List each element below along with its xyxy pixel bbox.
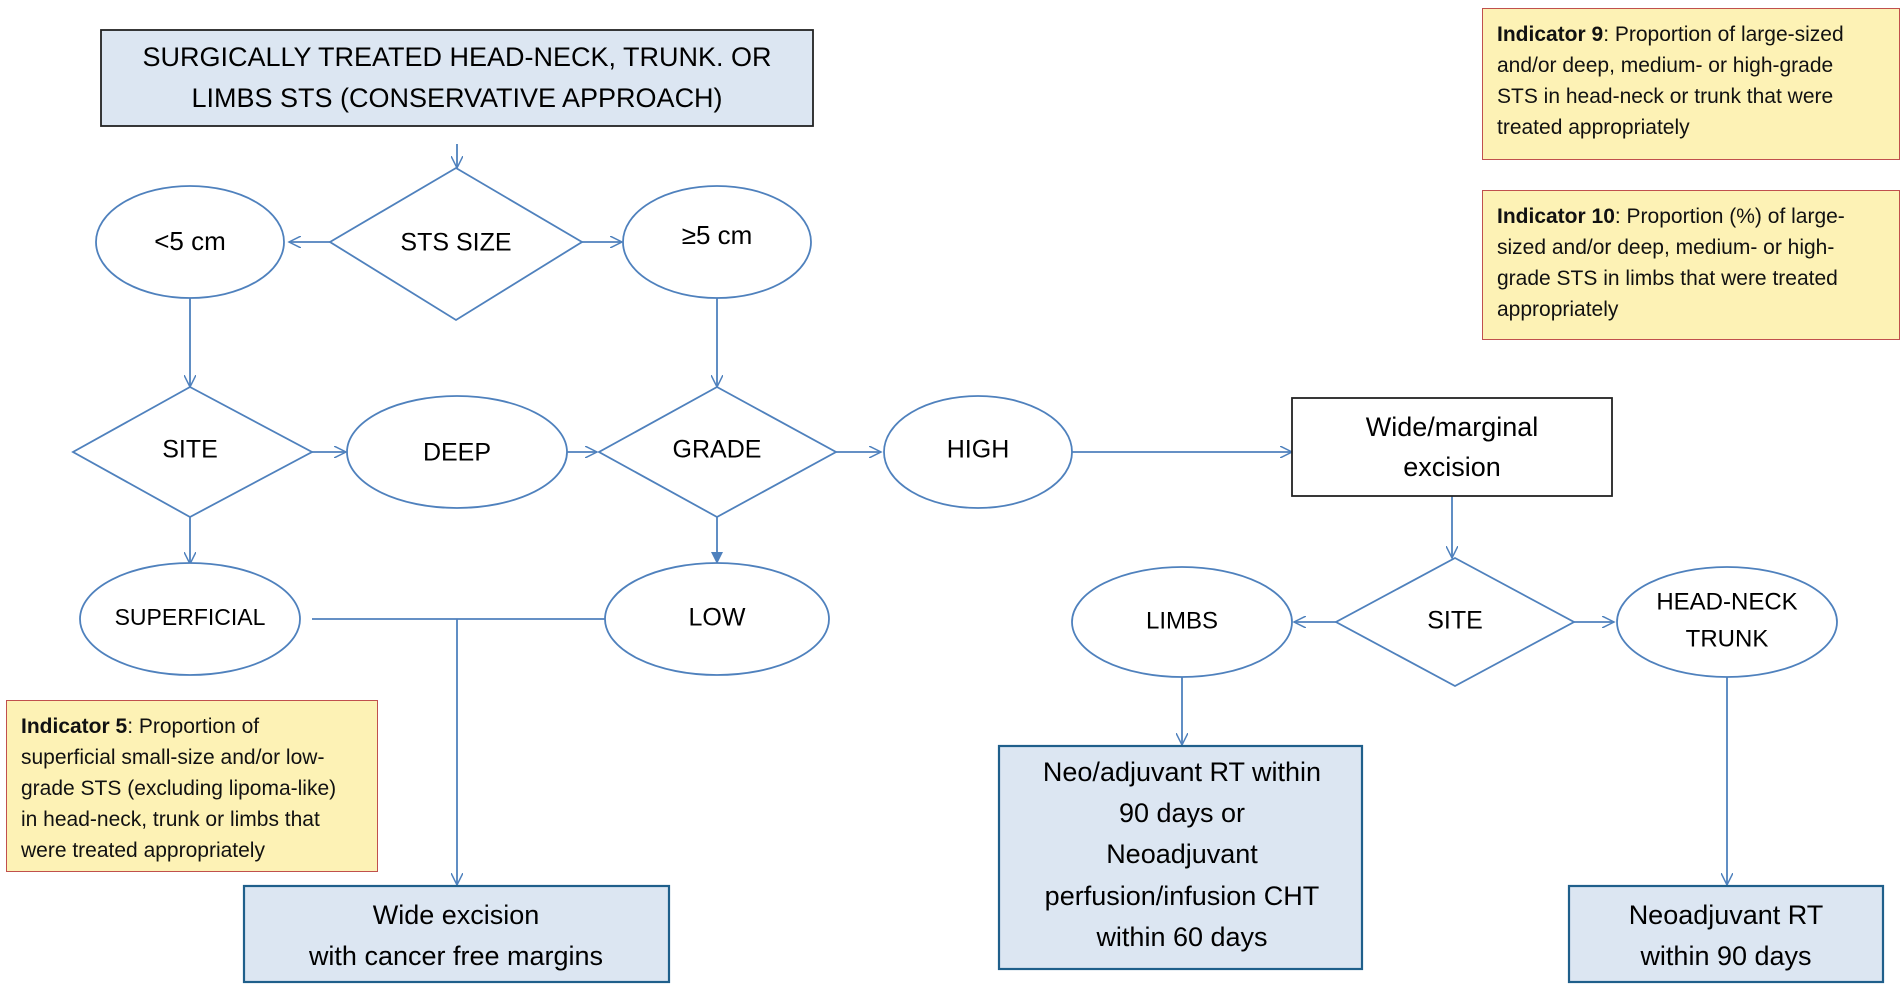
indicator-10-note: Indicator 10: Proportion (%) of large- s… [1482, 190, 1900, 340]
indicator-9-line1: : Proportion of large-sized [1603, 23, 1844, 46]
limbs-label: LIMBS [1146, 607, 1218, 634]
indicator-10-line2: sized and/or deep, medium- or high- [1497, 236, 1835, 259]
start-box-line2: LIMBS STS (CONSERVATIVE APPROACH) [191, 83, 722, 113]
indicator-9-line4: treated appropriately [1497, 116, 1690, 139]
wide-excision-line2: with cancer free margins [308, 941, 603, 971]
indicator-5-note: Indicator 5: Proportion of superficial s… [6, 700, 378, 872]
neo-adjuvant-box [997, 744, 1364, 971]
superficial-label: SUPERFICIAL [115, 604, 266, 630]
size-ge5-node [622, 185, 812, 299]
neo-adjuvant-line5: within 60 days [1095, 922, 1267, 952]
wide-marginal-box [1291, 397, 1613, 497]
size-lt5-node [95, 185, 285, 299]
indicator-10-line3: grade STS in limbs that were treated [1497, 267, 1838, 290]
high-node [883, 395, 1073, 509]
indicator-10-line4: appropriately [1497, 298, 1619, 321]
high-label: HIGH [947, 436, 1010, 464]
neo-adjuvant-line1: Neo/adjuvant RT within [1043, 757, 1321, 787]
grade-label: GRADE [673, 436, 762, 464]
site-decision-right [1334, 556, 1576, 688]
head-neck-line1: HEAD-NECK [1656, 588, 1797, 615]
sts-size-decision [328, 166, 584, 322]
indicator-10-line1: : Proportion (%) of large- [1614, 205, 1845, 228]
head-neck-line2: TRUNK [1686, 625, 1769, 652]
wide-marginal-line1: Wide/marginal [1366, 412, 1539, 442]
indicator-5-line1: : Proportion of [127, 715, 260, 738]
wide-excision-line1: Wide excision [373, 900, 540, 930]
wide-marginal-line2: excision [1403, 452, 1501, 482]
wide-excision-box [242, 884, 671, 984]
site-left-label: SITE [162, 436, 218, 464]
superficial-node [79, 562, 301, 676]
neo-adjuvant-line2: 90 days or [1119, 798, 1245, 828]
neo-adjuvant-line3: Neoadjuvant [1106, 839, 1258, 869]
head-neck-trunk-node [1616, 566, 1838, 678]
neo-adjuvant-line4: perfusion/infusion CHT [1045, 881, 1320, 911]
neoadjuvant-rt-line2: within 90 days [1639, 941, 1811, 971]
grade-decision [597, 385, 838, 519]
low-node [604, 562, 830, 676]
indicator-5-line2: superficial small-size and/or low- [21, 746, 325, 769]
limbs-node [1071, 566, 1293, 678]
size-ge5-label: ≥5 cm [682, 220, 753, 250]
neoadjuvant-rt-box [1567, 884, 1885, 984]
start-box-line1: SURGICALLY TREATED HEAD-NECK, TRUNK. OR [142, 42, 771, 72]
sts-size-label: STS SIZE [400, 229, 511, 257]
indicator-5-line3: grade STS (excluding lipoma-like) [21, 777, 337, 800]
size-lt5-label: <5 cm [154, 226, 226, 256]
indicator-5-title: Indicator 5 [21, 715, 128, 738]
low-label: LOW [689, 604, 746, 632]
neoadjuvant-rt-line1: Neoadjuvant RT [1629, 900, 1824, 930]
indicator-9-line3: STS in head-neck or trunk that were [1497, 85, 1834, 108]
site-decision-left [71, 385, 314, 519]
site-right-label: SITE [1427, 607, 1483, 635]
start-box [100, 29, 814, 127]
deep-node [346, 395, 568, 509]
indicator-9-title: Indicator 9 [1497, 23, 1604, 46]
indicator-10-title: Indicator 10 [1497, 205, 1615, 228]
indicator-9-note: Indicator 9: Proportion of large-sized a… [1482, 8, 1900, 160]
indicator-5-line4: in head-neck, trunk or limbs that [21, 808, 320, 831]
indicator-5-line5: were treated appropriately [21, 839, 265, 862]
indicator-9-line2: and/or deep, medium- or high-grade [1497, 54, 1834, 77]
deep-label: DEEP [423, 439, 491, 467]
